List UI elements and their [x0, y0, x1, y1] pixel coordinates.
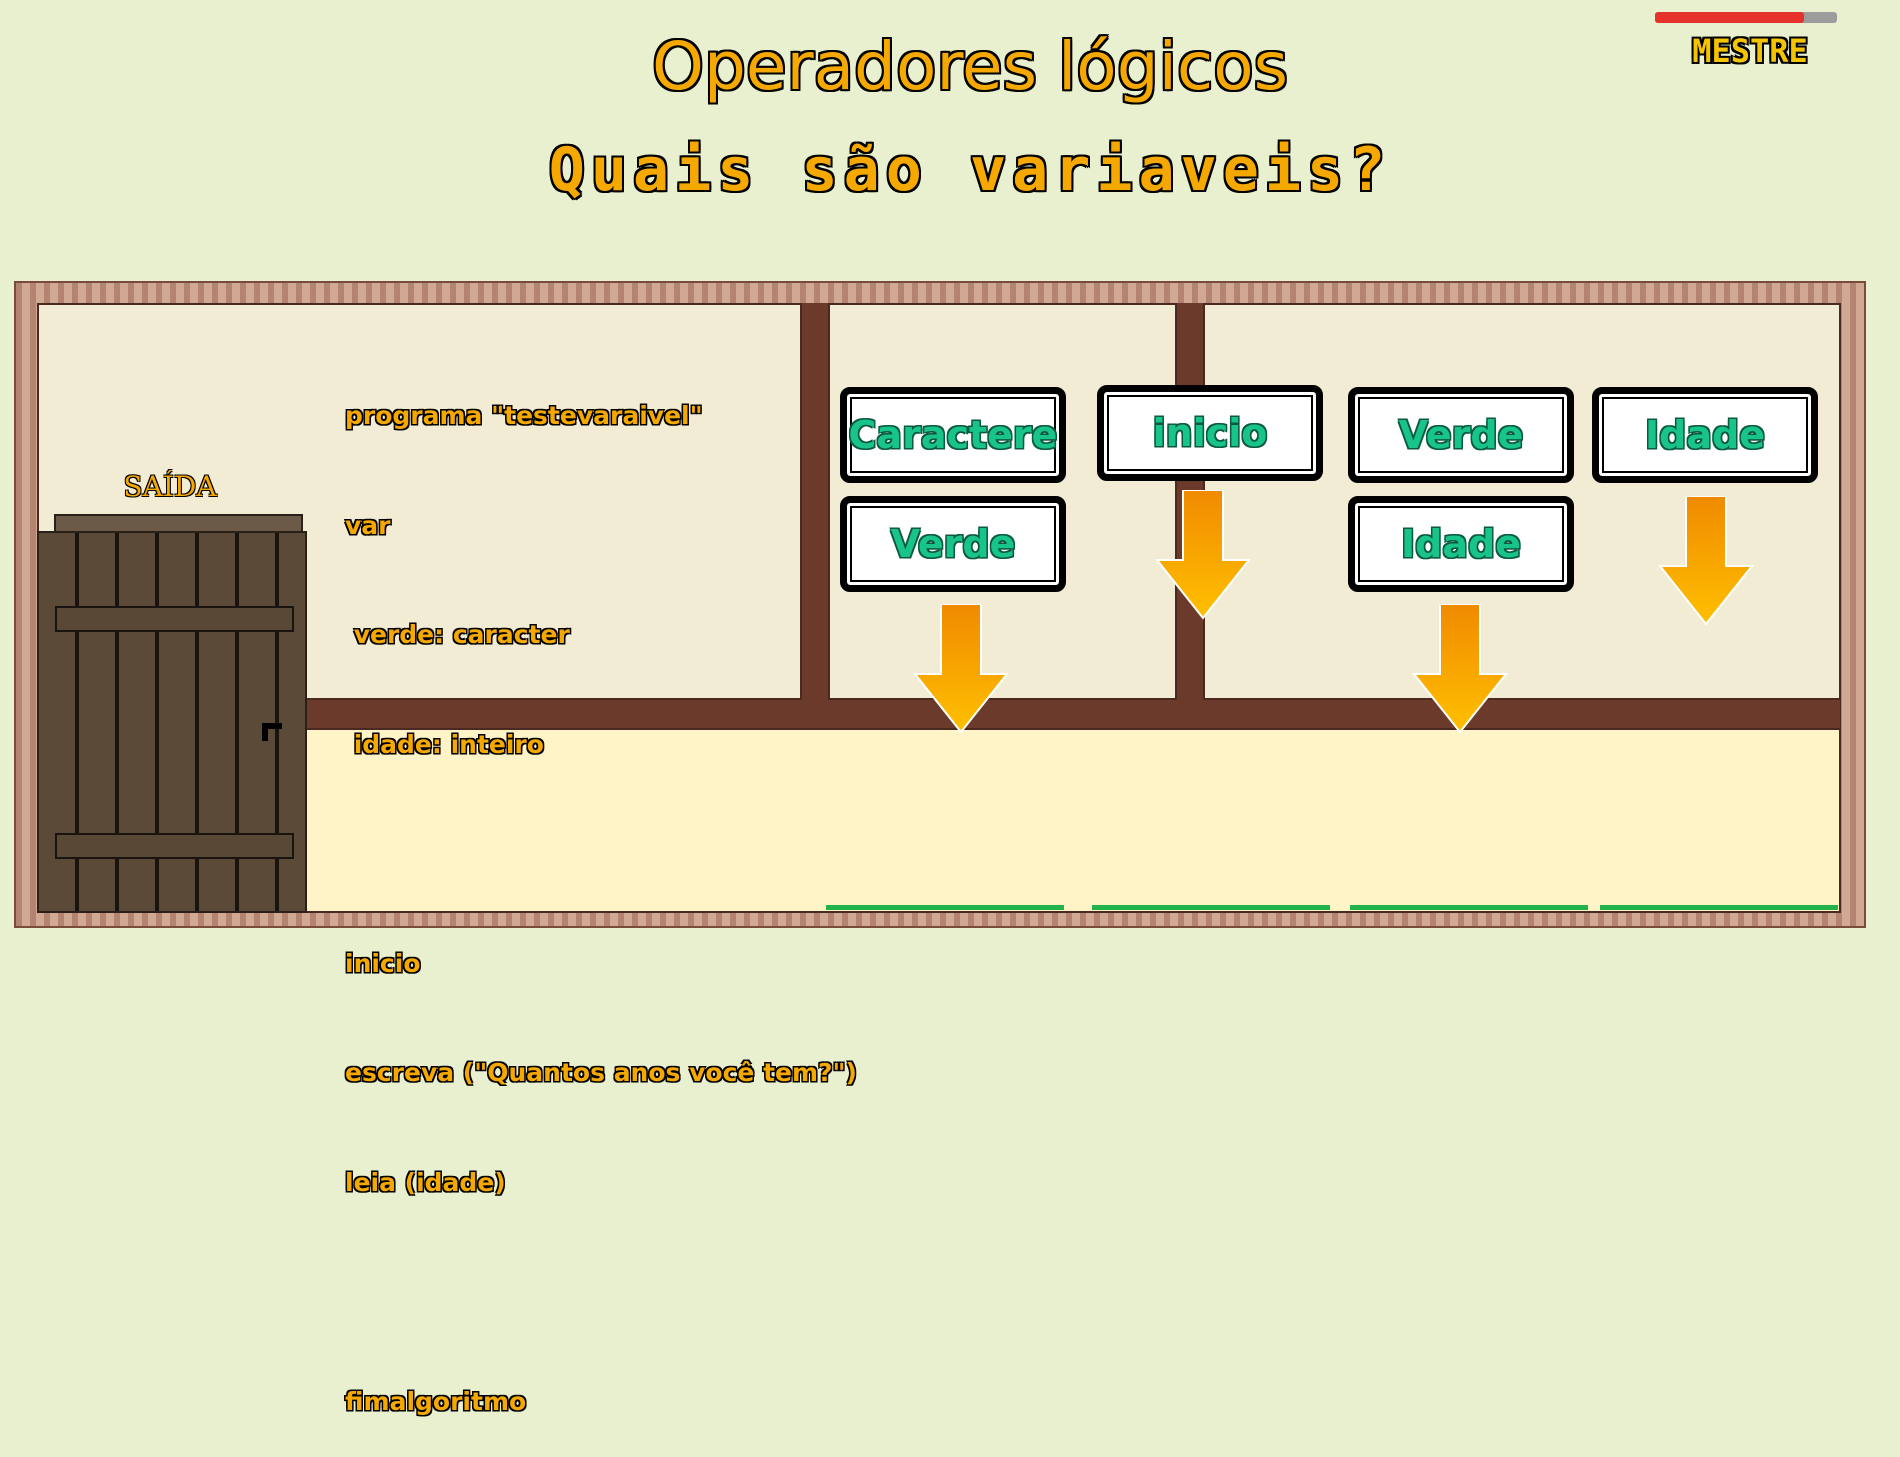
answer-card-inicio[interactable]: inicio: [1097, 385, 1323, 481]
code-snippet: programa "testevaraivel" var verde: cara…: [345, 325, 857, 1457]
answer-slot[interactable]: [826, 905, 1064, 910]
health-bar-fill: [1655, 12, 1805, 23]
exit-label: SAÍDA: [123, 470, 217, 503]
down-arrow-icon: [1658, 496, 1754, 626]
code-line: verde: caracter: [345, 620, 570, 649]
code-line: fimalgoritmo: [345, 1386, 527, 1416]
answer-card-idade[interactable]: Idade: [1348, 496, 1574, 592]
door-crossbar: [55, 606, 294, 632]
answer-slot[interactable]: [1092, 905, 1330, 910]
answer-card-verde[interactable]: Verde: [840, 496, 1066, 592]
door-crossbar: [55, 833, 294, 859]
player-rank: MESTRE: [1692, 32, 1808, 70]
wooden-post: [800, 303, 830, 700]
code-line: var: [345, 510, 391, 540]
code-line: escreva ("Quantos anos você tem?"): [345, 1058, 857, 1087]
page-title: Operadores lógicos: [652, 28, 1288, 105]
door-handle-icon[interactable]: [262, 723, 282, 741]
answer-card-idade[interactable]: Idade: [1592, 387, 1818, 483]
down-arrow-icon: [913, 604, 1009, 734]
answer-slot[interactable]: [1350, 905, 1588, 910]
answer-card-caractere[interactable]: Caractere: [840, 387, 1066, 483]
question-text: Quais são variaveis?: [548, 135, 1392, 205]
code-line: [345, 1274, 825, 1311]
answer-slot[interactable]: [1600, 905, 1838, 910]
code-line: idade: inteiro: [345, 729, 544, 759]
answer-card-verde[interactable]: Verde: [1348, 387, 1574, 483]
wooden-beam: [300, 698, 1840, 730]
down-arrow-icon: [1155, 490, 1251, 620]
down-arrow-icon: [1412, 604, 1508, 734]
code-line: programa "testevaraivel": [345, 401, 703, 430]
code-line: [345, 836, 825, 873]
code-line: leia (idade): [345, 1167, 506, 1197]
health-bar: [1655, 12, 1837, 23]
code-line: inicio: [345, 948, 421, 978]
